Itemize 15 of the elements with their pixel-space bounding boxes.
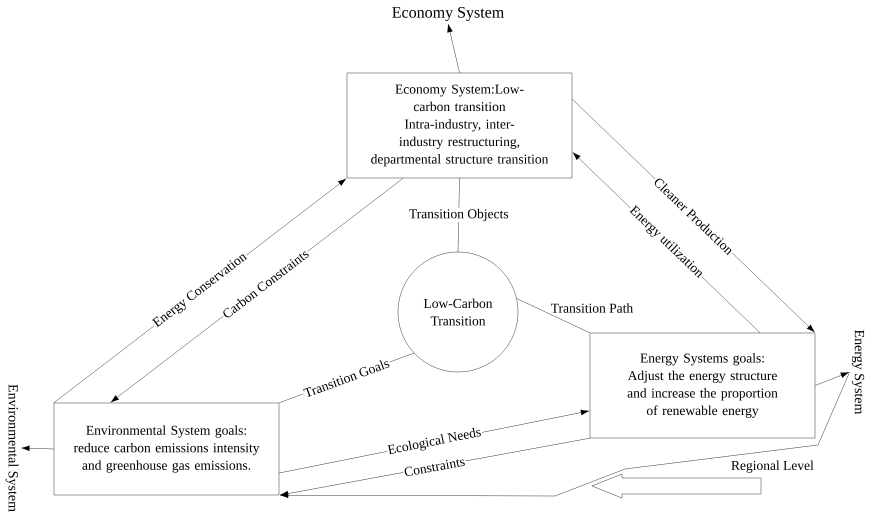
arrow — [815, 372, 849, 386]
arrow — [21, 445, 54, 452]
edge-label: Transition Objects — [408, 208, 510, 222]
edge-label: Constraints — [402, 456, 467, 478]
arrow — [280, 372, 850, 498]
process-box: Economy System:Low-carbon transition Intra-industry, inter-industry restructuring, departmental structure transition — [346, 72, 572, 178]
level-label: Regional Level — [731, 460, 814, 473]
process-box: Environmental System goals: reduce carbon emissions intensity and greenhouse gas emissions. — [54, 402, 280, 496]
edge-label: Transition Path — [550, 302, 634, 314]
arrow — [447, 24, 460, 73]
connector-line — [516, 298, 590, 333]
system-label: Energy System — [852, 330, 864, 414]
system-label: Economy System — [392, 6, 504, 22]
process-box: Energy Systems goals: Adjust the energy structure and increase the proportion of renewable energy — [590, 332, 816, 438]
system-label: Environmental System — [6, 384, 18, 512]
